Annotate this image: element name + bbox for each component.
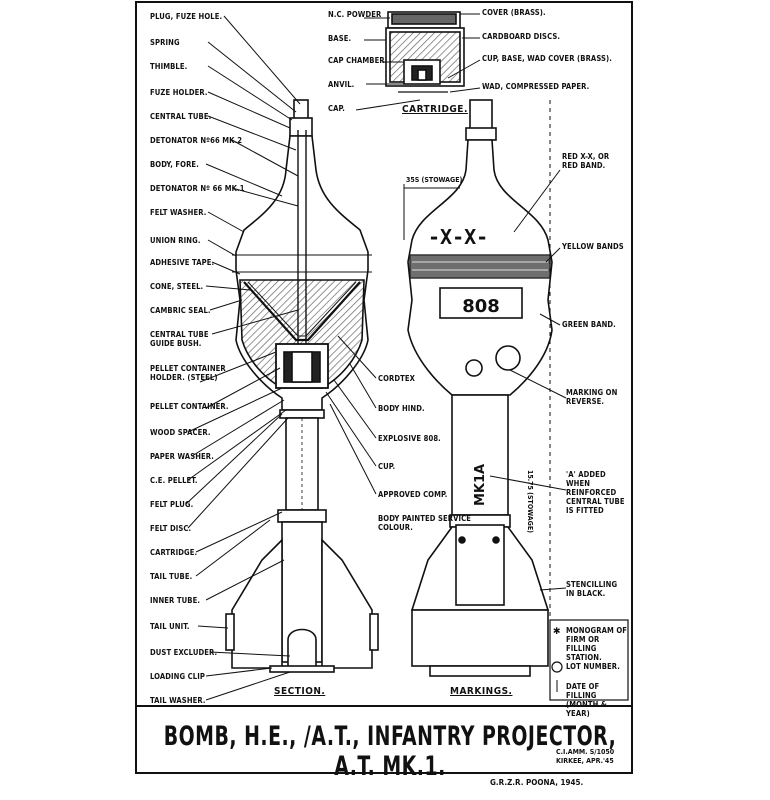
marking-label-4: 'A' ADDED WHEN REINFORCED CENTRAL TUBE I… — [566, 470, 625, 515]
cartridge-right-label-2: CUP, BASE, WAD COVER (BRASS). — [482, 54, 612, 63]
legend-symbols: ✱ — [549, 619, 629, 701]
section-label-21: CARTRIDGE. — [150, 548, 198, 557]
body-label-3: CUP. — [378, 462, 396, 471]
marking-label-1: YELLOW BANDS — [562, 242, 624, 251]
legend-label-1: LOT NUMBER. — [566, 662, 620, 671]
legend-label-2: DATE OF FILLING (MONTH & YEAR) — [566, 682, 607, 718]
cartridge-left-label-1: BASE. — [328, 34, 352, 43]
body-label-4: APPROVED COMP. — [378, 490, 448, 499]
cartridge-right-label-3: WAD, COMPRESSED PAPER. — [482, 82, 590, 91]
section-label-12: CAMBRIC SEAL. — [150, 306, 211, 315]
body-label-1: BODY HIND. — [378, 404, 425, 413]
width-dimension: 35S (STOWAGE) — [406, 176, 463, 184]
length-dimension: 15.75 (STOWAGE) — [526, 470, 534, 533]
body-label-5: BODY PAINTED SERVICE COLOUR. — [378, 514, 472, 532]
section-label-20: FELT DISC. — [150, 524, 192, 533]
section-label-18: C.E. PELLET. — [150, 476, 198, 485]
legend-label-0: MONOGRAM OF FIRM OR FILLING STATION. — [566, 626, 628, 662]
section-label-9: UNION RING. — [150, 236, 201, 245]
cartridge-left-label-0: N.C. POWDER — [328, 10, 382, 19]
section-drawing — [225, 99, 379, 673]
section-label-24: TAIL UNIT. — [150, 622, 190, 631]
markings-leader-lines — [325, 13, 567, 670]
section-label-0: PLUG, FUZE HOLE. — [150, 12, 223, 21]
section-label-4: CENTRAL TUBE. — [150, 112, 212, 121]
section-leader-lines — [185, 15, 301, 701]
section-label-16: WOOD SPACER. — [150, 428, 211, 437]
markings-drawing — [407, 99, 553, 677]
section-label-6: BODY, FORE. — [150, 160, 199, 169]
x-marking: -X-X- — [428, 225, 488, 249]
reference-line-1: C.I.AMM. S/1050 — [556, 748, 615, 756]
marking-label-0: RED X-X, OR RED BAND. — [562, 152, 610, 170]
cartridge-right-label-1: CARDBOARD DISCS. — [482, 32, 561, 41]
section-label-26: LOADING CLIP — [150, 672, 205, 681]
drawing-title: BOMB, H.E., /A.T., INFANTRY PROJECTOR, A… — [163, 721, 617, 781]
section-label-15: PELLET CONTAINER. — [150, 402, 229, 411]
section-label-1: SPRING — [150, 38, 180, 47]
section-caption: SECTION. — [274, 686, 326, 697]
cartridge-caption: CARTRIDGE. — [402, 104, 468, 115]
reference-line-2: KIRKEE, APR.'45 — [556, 757, 614, 765]
marking-label-2: GREEN BAND. — [562, 320, 616, 329]
marking-label-3: MARKING ON REVERSE. — [566, 388, 618, 406]
section-label-8: FELT WASHER. — [150, 208, 207, 217]
section-label-14: PELLET CONTAINER HOLDER. (STEEL) — [150, 364, 226, 382]
section-label-7: DETONATOR Nº 66 MK.1 — [150, 184, 245, 193]
section-label-5: DETONATOR Nº66 MK.2 — [150, 136, 243, 145]
section-label-2: THIMBLE. — [150, 62, 188, 71]
section-label-25: DUST EXCLUDER. — [150, 648, 218, 657]
cartridge-left-label-2: CAP CHAMBER. — [328, 56, 388, 65]
cartridge-left-label-3: ANVIL. — [328, 80, 355, 89]
section-label-23: INNER TUBE. — [150, 596, 201, 605]
section-label-17: PAPER WASHER. — [150, 452, 214, 461]
section-label-22: TAIL TUBE. — [150, 572, 193, 581]
section-label-19: FELT PLUG. — [150, 500, 194, 509]
section-label-13: CENTRAL TUBE GUIDE BUSH. — [150, 330, 209, 348]
markings-caption: MARKINGS. — [450, 686, 513, 697]
printer-imprint: G.R.Z.R. POONA, 1945. — [490, 778, 584, 787]
filling-number: 808 — [462, 296, 500, 317]
cartridge-right-label-0: COVER (BRASS). — [482, 8, 546, 17]
cartridge-left-label-4: CAP. — [328, 104, 345, 113]
section-label-11: CONE, STEEL. — [150, 282, 204, 291]
mark-stencil: MK1A — [473, 464, 488, 506]
body-label-2: EXPLOSIVE 808. — [378, 434, 441, 443]
cartridge-drawing — [385, 11, 465, 93]
marking-label-5: STENCILLING IN BLACK. — [566, 580, 618, 598]
section-label-3: FUZE HOLDER. — [150, 88, 208, 97]
body-label-0: CORDTEX — [378, 374, 416, 383]
section-label-27: TAIL WASHER. — [150, 696, 206, 705]
star-symbol-icon: ✱ — [553, 623, 560, 637]
section-label-10: ADHESIVE TAPE. — [150, 258, 215, 267]
